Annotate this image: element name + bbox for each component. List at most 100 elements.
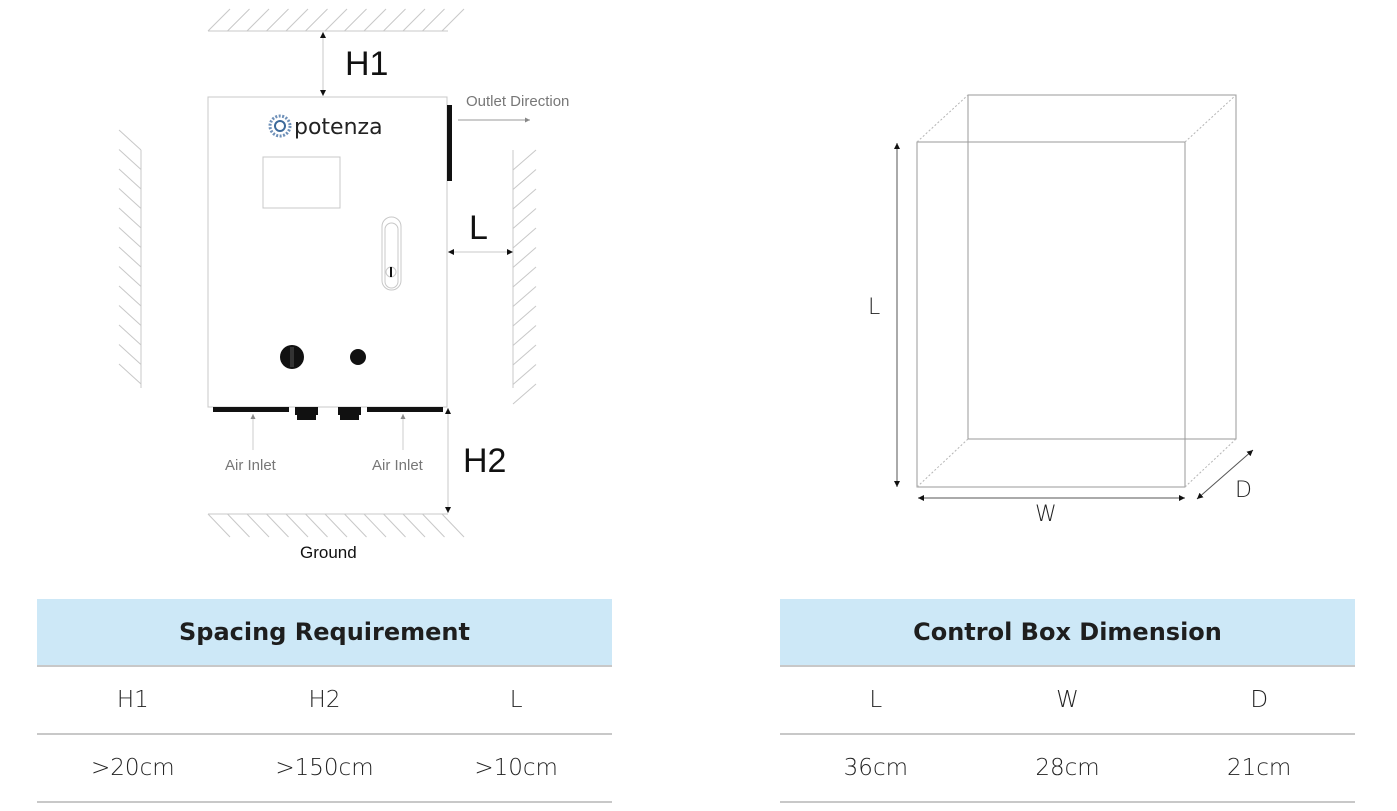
control-box-body: [207, 96, 448, 408]
diagram-canvas: potenza H1 Outlet Direction L H2 Air Inl…: [118, 8, 1254, 562]
hatch-stroke: [305, 8, 328, 32]
box-d-label: D: [1235, 478, 1252, 503]
hatch-stroke: [383, 8, 406, 32]
ceiling-hatch: [207, 8, 465, 32]
hatch-stroke: [285, 513, 309, 538]
right-wall-hatch: [512, 149, 537, 405]
hatch-stroke: [324, 8, 348, 32]
indicator-light-icon: [350, 349, 366, 365]
box-back-face: [967, 94, 1237, 440]
hatch-stroke: [512, 344, 537, 366]
hatch-stroke: [512, 364, 537, 385]
table-title: Spacing Requirement: [37, 599, 612, 667]
door-handle: [381, 216, 402, 291]
box-l-label: L: [868, 295, 880, 320]
hatch-stroke: [118, 305, 142, 326]
bottom-vents: [213, 407, 443, 420]
table-header-row: L W D: [780, 667, 1355, 735]
hatch-stroke: [402, 513, 426, 538]
hatch-stroke: [402, 8, 426, 32]
spacing-requirement-table: Spacing Requirement H1 H2 L >20cm >150cm…: [37, 599, 612, 803]
table-header-row: H1 H2 L: [37, 667, 612, 735]
value-cell: 28cm: [1035, 755, 1100, 781]
value-cell: >150cm: [275, 755, 374, 781]
hatch-stroke: [118, 129, 142, 151]
hatch-stroke: [227, 513, 250, 538]
h1-label: H1: [345, 45, 388, 83]
hatch-stroke: [344, 513, 367, 538]
hatch-stroke: [118, 246, 142, 268]
hatch-stroke: [512, 247, 537, 268]
hatch-stroke: [363, 513, 387, 538]
outlet-direction-label: Outlet Direction: [466, 93, 569, 110]
hatch-stroke: [363, 8, 387, 32]
hatch-stroke: [118, 363, 142, 385]
control-box-dimension-table: Control Box Dimension L W D 36cm 28cm 21…: [780, 599, 1355, 803]
hatch-stroke: [118, 149, 142, 170]
hatch-stroke: [512, 305, 537, 327]
hatch-stroke: [512, 383, 537, 405]
value-cell: >20cm: [91, 755, 175, 781]
outlet-vent: [447, 105, 452, 181]
hatch-stroke: [285, 8, 309, 32]
hatch-stroke: [512, 188, 537, 210]
hatch-stroke: [512, 208, 537, 229]
hatch-stroke: [207, 8, 231, 32]
air-inlet-left-label: Air Inlet: [225, 457, 277, 474]
hatch-stroke: [246, 513, 270, 538]
hatch-stroke: [227, 8, 250, 32]
hatch-stroke: [512, 266, 537, 288]
display-window: [262, 156, 341, 209]
box-front-face: [916, 141, 1186, 488]
hatch-stroke: [422, 513, 445, 538]
hatch-stroke: [305, 513, 328, 538]
box-wireframe: [916, 94, 1237, 488]
sun-logo-icon: [268, 114, 292, 138]
hatch-stroke: [441, 513, 465, 538]
hatch-stroke: [118, 188, 142, 209]
h2-label: H2: [463, 442, 506, 480]
hatch-stroke: [118, 324, 142, 346]
hatch-stroke: [118, 285, 142, 307]
header-cell: H1: [116, 687, 149, 713]
hatch-stroke: [118, 227, 142, 248]
hatch-stroke: [512, 149, 537, 171]
hatch-stroke: [383, 513, 406, 538]
l-label: L: [469, 209, 488, 247]
header-cell: H2: [308, 687, 341, 713]
hatch-stroke: [344, 8, 367, 32]
hatch-stroke: [324, 513, 348, 538]
hatch-stroke: [512, 286, 537, 307]
ground-hatch: [207, 513, 465, 538]
ground-label: Ground: [300, 543, 357, 562]
box-w-label: W: [1035, 502, 1057, 527]
table-title: Control Box Dimension: [780, 599, 1355, 667]
hatch-stroke: [207, 513, 231, 538]
hatch-stroke: [441, 8, 465, 32]
value-cell: 36cm: [843, 755, 908, 781]
left-wall-hatch: [118, 129, 142, 388]
table-value-row: >20cm >150cm >10cm: [37, 735, 612, 803]
hatch-stroke: [512, 227, 537, 249]
header-cell: L: [509, 687, 523, 713]
hatch-stroke: [118, 207, 142, 229]
box-d-arrow: [1196, 449, 1254, 500]
value-cell: 21cm: [1227, 755, 1292, 781]
hatch-stroke: [512, 169, 537, 190]
hatch-stroke: [246, 8, 270, 32]
hatch-stroke: [118, 266, 142, 287]
hatch-stroke: [266, 513, 289, 538]
hatch-stroke: [266, 8, 289, 32]
header-cell: L: [869, 687, 883, 713]
hatch-stroke: [118, 344, 142, 365]
potenza-logo: potenza: [268, 114, 383, 140]
header-cell: D: [1250, 687, 1269, 713]
air-inlet-right-label: Air Inlet: [372, 457, 424, 474]
hatch-stroke: [422, 8, 445, 32]
header-cell: W: [1056, 687, 1079, 713]
brand-name: potenza: [294, 115, 383, 140]
table-value-row: 36cm 28cm 21cm: [780, 735, 1355, 803]
hatch-stroke: [118, 168, 142, 190]
value-cell: >10cm: [474, 755, 558, 781]
hatch-stroke: [512, 325, 537, 346]
